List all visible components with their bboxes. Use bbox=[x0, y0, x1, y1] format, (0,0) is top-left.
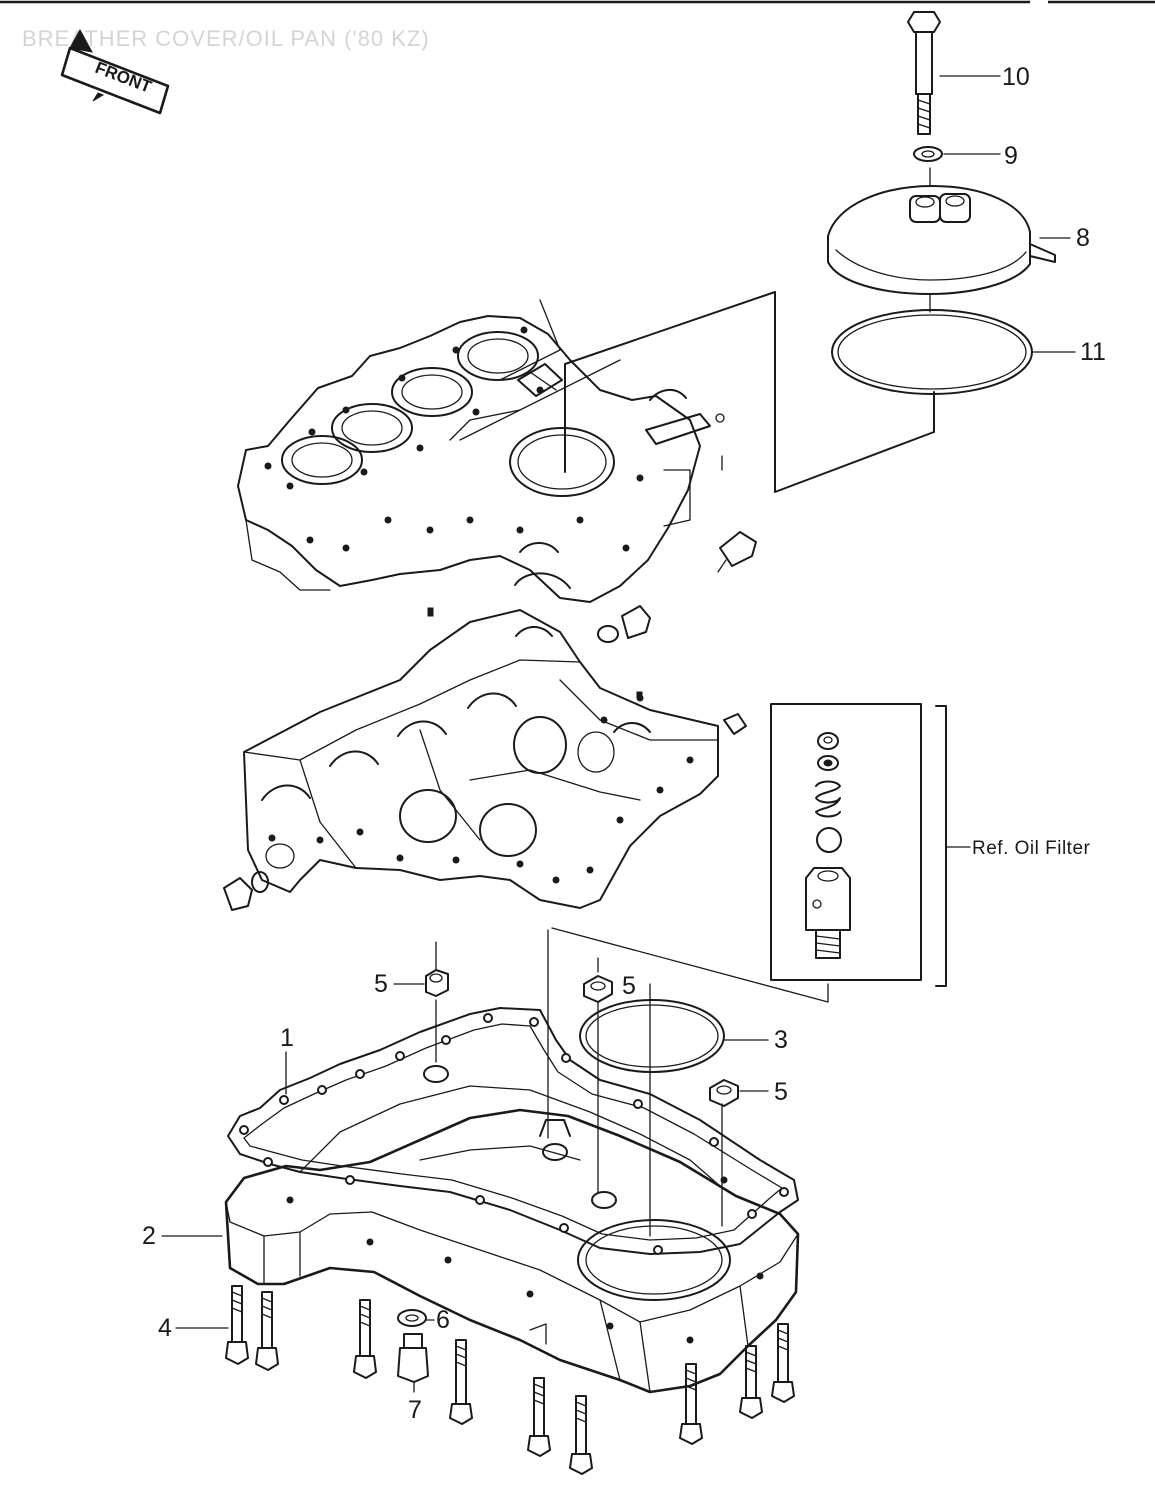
callout-9: 9 bbox=[1004, 142, 1018, 170]
callout-4: 4 bbox=[158, 1314, 172, 1342]
oil-filter-nut bbox=[817, 732, 839, 750]
callout-10: 10 bbox=[1002, 63, 1030, 91]
part-6-washer bbox=[397, 1309, 435, 1327]
callout-2: 2 bbox=[142, 1222, 156, 1250]
bolt-4c bbox=[353, 1299, 377, 1379]
oil-filter-reference: Ref. Oil Filter bbox=[551, 703, 1091, 1003]
callout-labels: 1 2 3 4 5 5 5 6 7 8 9 10 11 bbox=[142, 63, 1106, 1424]
part-5-nut-c bbox=[709, 1079, 769, 1107]
part-9-washer bbox=[913, 146, 1001, 162]
oil-filter-washer bbox=[817, 755, 839, 771]
part-7-drain-plug bbox=[397, 1333, 429, 1393]
oil-filter-spring bbox=[815, 780, 841, 818]
callout-5b: 5 bbox=[622, 972, 636, 1000]
part-4-bolts bbox=[175, 1285, 795, 1475]
part-2-oil-pan bbox=[224, 1065, 800, 1394]
part-11-o-ring bbox=[831, 309, 1076, 395]
oil-pressure-switch bbox=[597, 531, 757, 643]
part-10-bolt bbox=[907, 11, 1001, 135]
bolt-4h bbox=[739, 1345, 763, 1419]
oil-filter-bolt bbox=[805, 867, 851, 959]
bolt-4f bbox=[569, 1395, 593, 1475]
bolt-4g bbox=[679, 1363, 703, 1445]
bolt-4i bbox=[771, 1323, 795, 1403]
callout-7: 7 bbox=[408, 1396, 422, 1424]
callout-5c: 5 bbox=[774, 1078, 788, 1106]
bolt-4a bbox=[225, 1285, 249, 1365]
part-8-breather-cover bbox=[827, 185, 1071, 295]
breather-assembly-line bbox=[564, 167, 935, 493]
nut-assembly-lines bbox=[435, 929, 723, 1237]
part-3-o-ring bbox=[579, 999, 769, 1073]
upper-crankcase bbox=[237, 299, 725, 603]
callout-1: 1 bbox=[280, 1024, 294, 1052]
part-5-nut-a bbox=[393, 969, 449, 997]
callout-3: 3 bbox=[774, 1026, 788, 1054]
lower-crankcase bbox=[223, 607, 747, 911]
part-5-nut-b bbox=[583, 975, 613, 1003]
oil-filter-ball bbox=[816, 827, 842, 853]
callout-8: 8 bbox=[1076, 224, 1090, 252]
callout-5a: 5 bbox=[374, 970, 388, 998]
callout-11: 11 bbox=[1080, 338, 1106, 366]
bolt-4b bbox=[255, 1291, 279, 1371]
bolt-4d bbox=[449, 1339, 473, 1425]
diagram-title: BREATHER COVER/OIL PAN ('80 KZ) bbox=[22, 26, 430, 51]
part-1-gasket bbox=[227, 1007, 799, 1255]
callout-6: 6 bbox=[436, 1306, 450, 1334]
oil-filter-ref-label: Ref. Oil Filter bbox=[972, 838, 1091, 859]
bolt-4e bbox=[527, 1377, 551, 1457]
